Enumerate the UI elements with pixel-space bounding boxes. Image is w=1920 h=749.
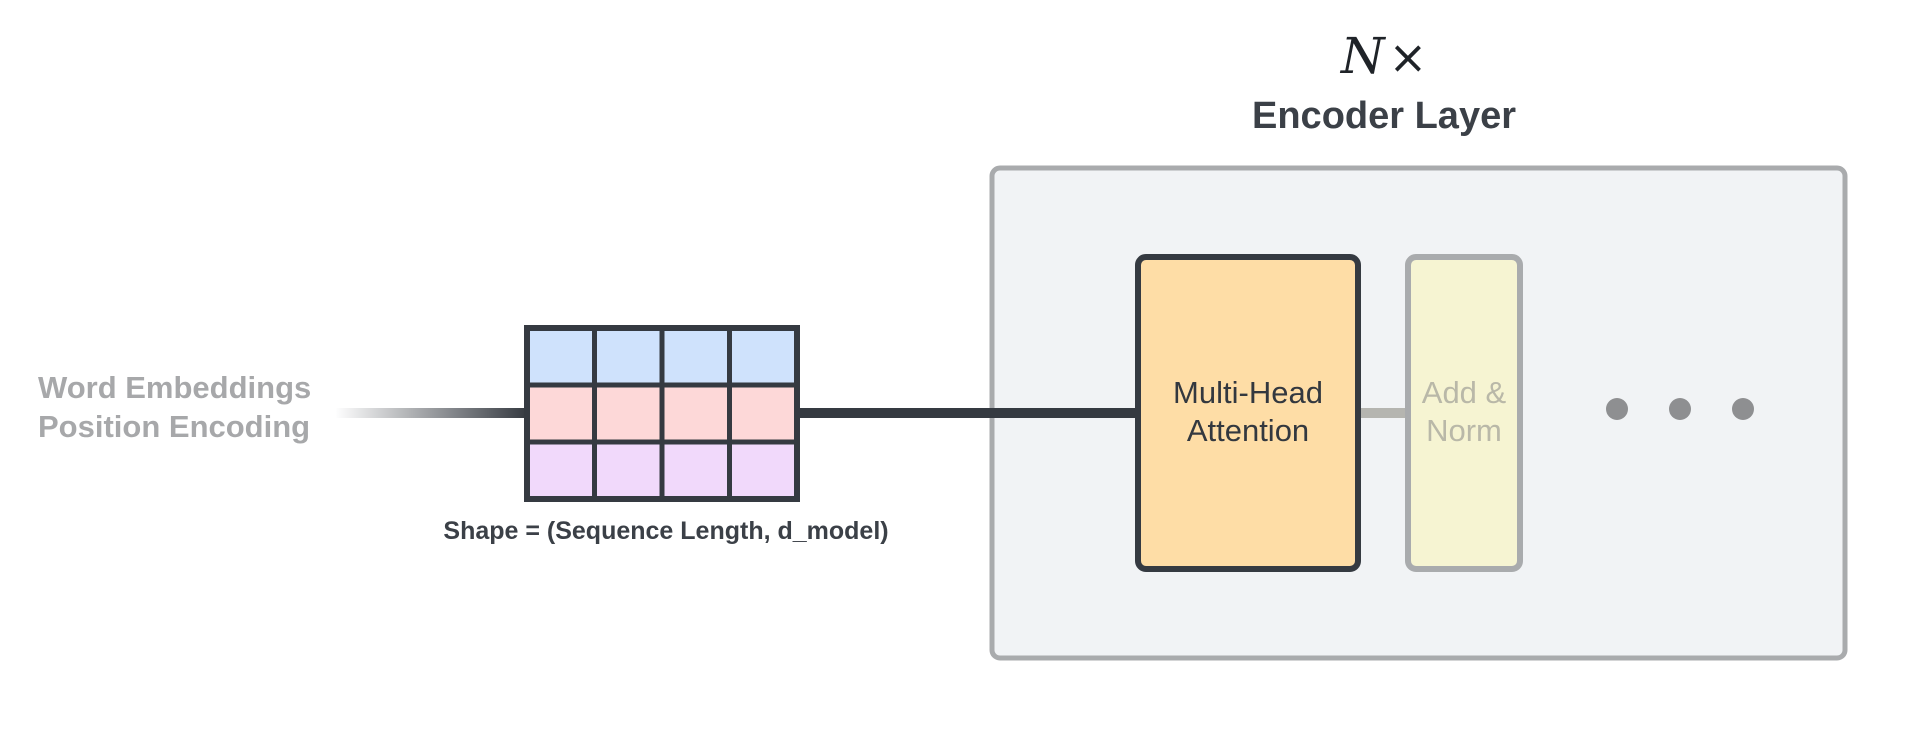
matrix-cell: [659, 325, 732, 388]
mha-label-line1: Multi-Head: [1173, 375, 1323, 410]
ellipsis-more-layers: [1606, 398, 1754, 420]
input-connector-line: [335, 408, 527, 418]
matrix-cell: [524, 325, 597, 388]
repeat-symbol: N: [1340, 27, 1387, 85]
ellipsis-dot: [1732, 398, 1754, 420]
ellipsis-dot: [1606, 398, 1628, 420]
encoder-layer-title: Encoder Layer: [1252, 95, 1516, 137]
matrix-cell: [727, 382, 800, 445]
matrix-border: [524, 325, 800, 502]
matrix-cell: [592, 325, 665, 388]
repeat-times-symbol: ×: [1389, 30, 1428, 84]
mha-label-line2: Attention: [1187, 413, 1309, 448]
multi-head-attention-block: [1135, 254, 1361, 572]
position-encoding-label: Position Encoding: [38, 409, 310, 444]
matrix-cell: [727, 439, 800, 502]
matrix-cell: [659, 382, 732, 445]
matrix-shape-label: Shape = (Sequence Length, d_model): [443, 517, 888, 545]
add-norm-block: [1405, 254, 1523, 572]
matrix-cell: [592, 439, 665, 502]
matrix-to-attention-line: [795, 408, 1140, 418]
matrix-cell: [592, 382, 665, 445]
matrix-cell: [727, 325, 800, 388]
matrix-cell: [524, 382, 597, 445]
repeat-count-label: N×: [1340, 27, 1427, 85]
word-embeddings-label: Word Embeddings: [38, 370, 311, 405]
embedding-matrix: [524, 325, 800, 502]
add-norm-label-line1: Add &: [1422, 375, 1507, 410]
add-norm-label-line2: Norm: [1426, 413, 1502, 448]
matrix-cell: [524, 439, 597, 502]
ellipsis-dot: [1669, 398, 1691, 420]
attention-to-addnorm-line: [1356, 408, 1408, 418]
matrix-cell: [659, 439, 732, 502]
